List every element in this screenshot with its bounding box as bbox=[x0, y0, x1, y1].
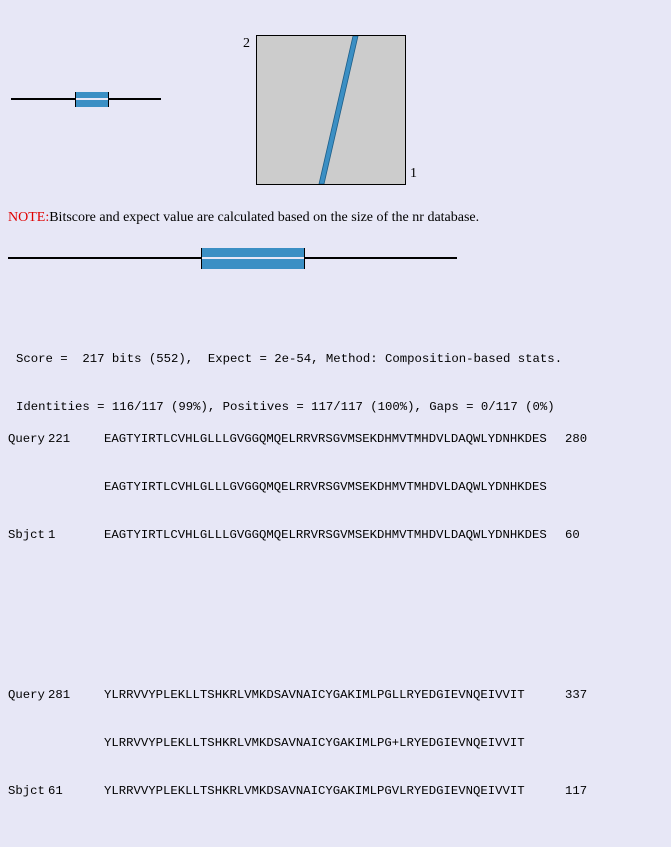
midline-sequence: EAGTYIRTLCVHLGLLLGVGGQMQELRRVRSGVMSEKDHM… bbox=[104, 480, 547, 494]
query-end: 280 bbox=[565, 432, 588, 446]
note-body: Bitscore and expect value are calculated… bbox=[49, 210, 480, 225]
dot-plot-match-diagonal bbox=[318, 36, 359, 184]
sbjct-sequence: YLRRVVYPLEKLLTSHKRLVMKDSAVNAICYGAKIMLPGV… bbox=[104, 784, 525, 798]
midline-sequence: YLRRVVYPLEKLLTSHKRLVMKDSAVNAICYGAKIMLPG+… bbox=[104, 736, 525, 750]
sbjct-sequence: EAGTYIRTLCVHLGLLLGVGGQMQELRRVRSGVMSEKDHM… bbox=[104, 528, 547, 542]
sbjct-start: 61 bbox=[48, 784, 63, 798]
stats-score-line: Score = 217 bits (552), Expect = 2e-54, … bbox=[16, 352, 563, 366]
dot-plot-y-axis-label: 2 bbox=[243, 36, 250, 51]
query-overview-hit-bar[interactable] bbox=[75, 92, 109, 107]
sbjct-end: 117 bbox=[565, 784, 588, 798]
note-prefix: NOTE: bbox=[8, 210, 50, 225]
dot-plot bbox=[256, 35, 406, 185]
note-text: NOTE:Bitscore and expect value are calcu… bbox=[8, 210, 479, 226]
sbjct-start: 1 bbox=[48, 528, 56, 542]
query-label: Query bbox=[8, 688, 45, 702]
query-start: 281 bbox=[48, 688, 71, 702]
query-sequence: EAGTYIRTLCVHLGLLLGVGGQMQELRRVRSGVMSEKDHM… bbox=[104, 432, 547, 446]
midline-row: YLRRVVYPLEKLLTSHKRLVMKDSAVNAICYGAKIMLPG+… bbox=[8, 735, 587, 751]
query-label: Query bbox=[8, 432, 45, 446]
subject-overview-hit-bar[interactable] bbox=[201, 248, 305, 269]
stats-identities-line: Identities = 116/117 (99%), Positives = … bbox=[16, 400, 555, 414]
query-end: 337 bbox=[565, 688, 588, 702]
alignment-stats: Score = 217 bits (552), Expect = 2e-54, … bbox=[16, 319, 562, 431]
sbjct-label: Sbjct bbox=[8, 784, 45, 798]
dot-plot-svg bbox=[318, 36, 359, 184]
sbjct-end: 60 bbox=[565, 528, 580, 542]
sbjct-label: Sbjct bbox=[8, 528, 45, 542]
midline-row: EAGTYIRTLCVHLGLLLGVGGQMQELRRVRSGVMSEKDHM… bbox=[8, 479, 587, 495]
query-sequence: YLRRVVYPLEKLLTSHKRLVMKDSAVNAICYGAKIMLPGL… bbox=[104, 688, 525, 702]
dot-plot-x-axis-label: 1 bbox=[410, 166, 417, 181]
query-start: 221 bbox=[48, 432, 71, 446]
